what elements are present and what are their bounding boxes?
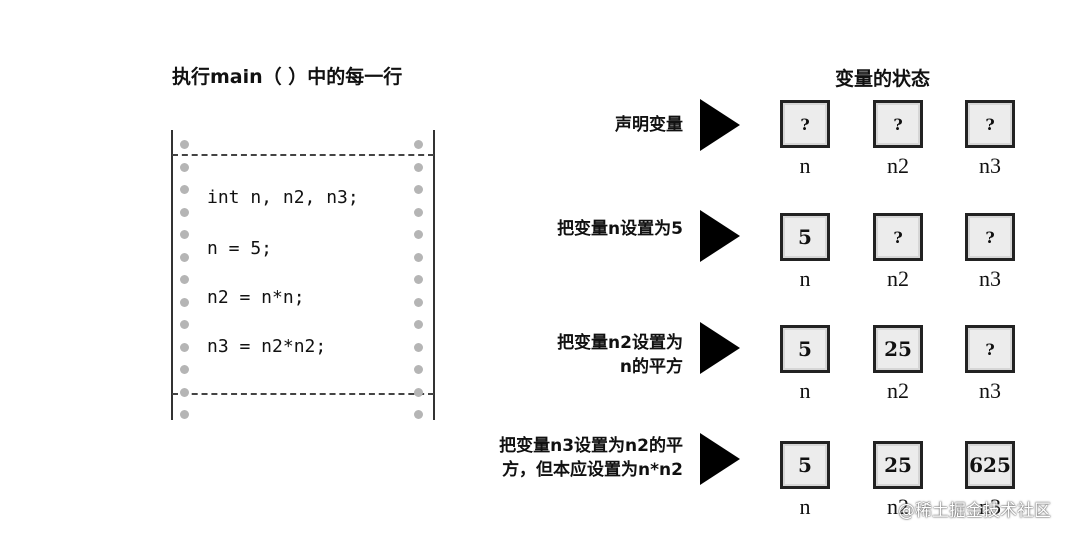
arrow-icon [700,99,740,151]
film-hole [180,140,189,149]
var-name-n2: n2 [887,378,909,403]
film-hole [414,140,423,149]
film-hole [180,343,189,352]
code-line-assign-n2: n2 = n*n; [207,287,305,308]
var-name-n2: n2 [887,266,909,291]
film-hole [414,208,423,217]
value-box-n: 5 [780,213,830,261]
film-hole [180,253,189,262]
var-name-n: n [799,153,811,178]
film-hole [180,365,189,374]
film-hole [414,410,423,419]
film-hole [414,253,423,262]
film-hole [180,275,189,284]
value-box-n: 5 [780,441,830,489]
value-box-n2: 25 [873,325,923,373]
film-top-dash [172,154,434,156]
var-name-n3: n3 [979,378,1001,403]
film-hole [180,388,189,397]
film-hole [180,185,189,194]
film-hole [180,320,189,329]
value-box-n3: 625 [965,441,1015,489]
value-box-n: 5 [780,325,830,373]
value-box-n2: ? [873,100,923,148]
film-hole [180,410,189,419]
var-name-n: n [799,494,811,519]
code-line-declare: int n, n2, n3; [207,187,359,208]
film-hole [414,298,423,307]
arrow-icon [700,322,740,374]
film-hole [414,275,423,284]
film-hole [414,230,423,239]
code-line-assign-n: n = 5; [207,238,273,259]
var-name-n3: n3 [979,266,1001,291]
var-name-n: n [799,378,811,403]
arrow-icon [700,210,740,262]
film-bottom-dash [172,393,434,395]
value-box-n: ? [780,100,830,148]
film-left-edge [171,130,173,420]
right-title: 变量的状态 [835,68,931,90]
step-label: 把变量n3设置为n2的平 方，但本应设置为n*n2 [499,436,683,480]
step-label: 声明变量 [615,115,683,135]
var-name-n3: n3 [979,494,1001,519]
film-hole [414,163,423,172]
film-hole [180,298,189,307]
film-hole [414,320,423,329]
film-hole [180,230,189,239]
var-name-n: n [799,266,811,291]
arrow-icon [700,433,740,485]
left-title: 执行main（ ）中的每一行 [172,66,403,88]
var-name-n2: n2 [887,494,909,519]
film-hole [414,388,423,397]
value-box-n3: ? [965,325,1015,373]
step-label: 把变量n设置为5 [557,219,683,239]
film-hole [180,208,189,217]
value-box-n2: ? [873,213,923,261]
film-hole [180,163,189,172]
code-line-assign-n3: n3 = n2*n2; [207,336,327,357]
film-hole [414,185,423,194]
film-right-edge [433,130,435,420]
film-hole [414,343,423,352]
watermark: @稀土掘金技术社区 [898,501,1051,521]
var-name-n2: n2 [887,153,909,178]
film-hole [414,365,423,374]
value-box-n2: 25 [873,441,923,489]
value-box-n3: ? [965,213,1015,261]
value-box-n3: ? [965,100,1015,148]
var-name-n3: n3 [979,153,1001,178]
step-label: 把变量n2设置为 n的平方 [557,333,683,377]
